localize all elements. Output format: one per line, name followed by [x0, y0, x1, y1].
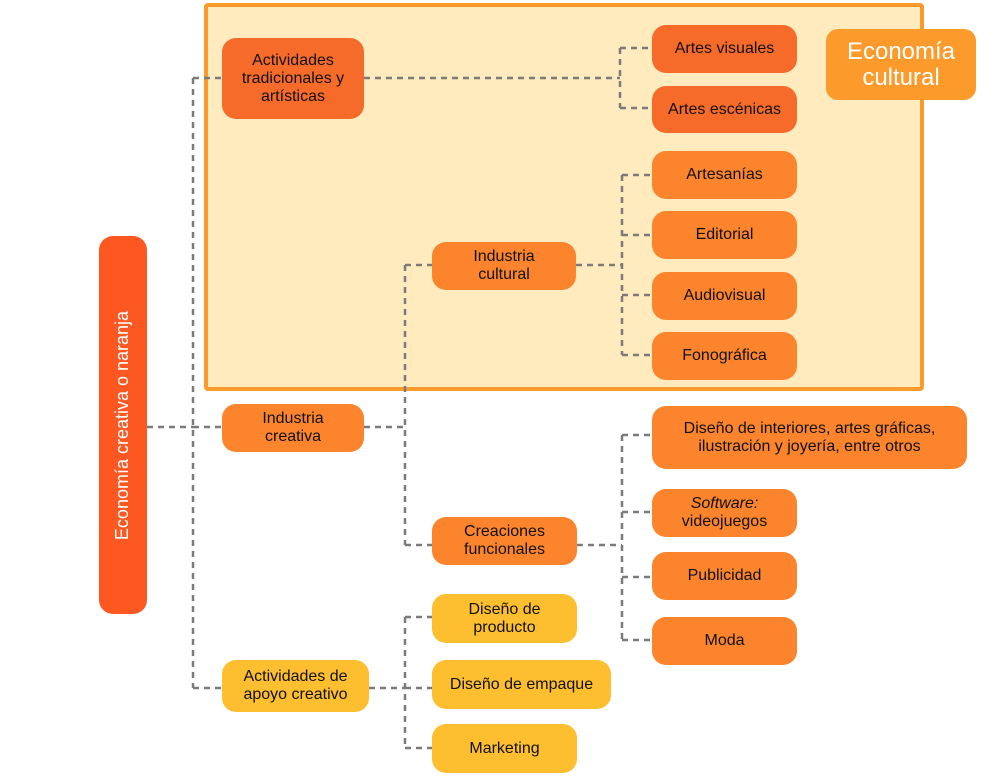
node-artesanias[interactable]: Artesanías — [652, 151, 797, 199]
node-actividades-apoyo[interactable]: Actividades de apoyo creativo — [222, 660, 369, 712]
node-artes-escenicas[interactable]: Artes escénicas — [652, 86, 797, 133]
software-label: Software: — [690, 495, 759, 512]
economia-cultural-label: Economía cultural — [826, 29, 976, 100]
node-actividades-tradicionales[interactable]: Actividades tradicionales y artísticas — [222, 38, 364, 119]
connector-root-spine — [147, 78, 195, 688]
node-diseno-empaque[interactable]: Diseño de empaque — [432, 660, 611, 709]
connector-funcionales-children — [577, 433, 652, 642]
videojuegos-label: videojuegos — [681, 513, 768, 530]
node-publicidad[interactable]: Publicidad — [652, 552, 797, 600]
node-diseno-producto[interactable]: Diseño de producto — [432, 594, 577, 643]
root-label: Economía creativa o naranja — [112, 310, 133, 540]
node-audiovisual[interactable]: Audiovisual — [652, 272, 797, 320]
node-marketing[interactable]: Marketing — [432, 724, 577, 773]
node-industria-cultural[interactable]: Industria cultural — [432, 242, 576, 290]
node-creaciones-funcionales[interactable]: Creaciones funcionales — [432, 517, 577, 565]
node-diseno-interiores[interactable]: Diseño de interiores, artes gráficas, il… — [652, 406, 967, 469]
node-editorial[interactable]: Editorial — [652, 211, 797, 259]
node-industria-creativa[interactable]: Industria creativa — [222, 404, 364, 452]
node-artes-visuales[interactable]: Artes visuales — [652, 25, 797, 73]
connector-apoyo-children — [369, 615, 432, 750]
node-software-videojuegos[interactable]: Software: videojuegos — [652, 489, 797, 537]
node-fonografica[interactable]: Fonográfica — [652, 332, 797, 380]
node-moda[interactable]: Moda — [652, 617, 797, 665]
root-node[interactable]: Economía creativa o naranja — [99, 236, 147, 614]
